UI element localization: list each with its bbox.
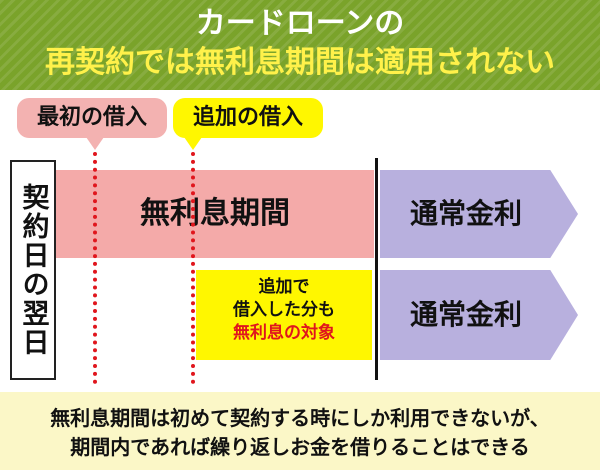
normal-rate-arrow-2: [380, 270, 578, 360]
header-banner: [0, 0, 600, 90]
interest-free-period-bar: [56, 170, 374, 258]
additional-borrowing-tag: 追加の借入: [173, 98, 323, 138]
additional-borrowing-tag-pointer: [184, 137, 202, 150]
contract-next-day-label: 契約日の翌日: [10, 160, 56, 380]
normal-rate-label-1: 通常金利: [409, 197, 522, 230]
header-title-line2: 再契約では無利息期間は適用されない: [45, 45, 555, 80]
first-borrowing-dotted-line: [93, 152, 97, 384]
period-end-divider: [375, 158, 378, 380]
additional-borrowing-dotted-line: [191, 152, 195, 384]
note-line3: 無利息の対象: [233, 323, 335, 343]
additional-borrowing-note: 追加で 借入した分も 無利息の対象: [196, 276, 372, 345]
normal-rate-arrow-1: [380, 170, 578, 258]
note-line2: 借入した分も: [233, 300, 335, 320]
header-title-line1: カードローンの: [195, 6, 405, 41]
first-borrowing-tag-pointer: [86, 137, 104, 150]
contract-next-day-text: 契約日の翌日: [17, 183, 49, 357]
additional-borrowing-box: [196, 270, 372, 360]
interest-free-period-label: 無利息期間: [140, 196, 290, 231]
first-borrowing-tag: 最初の借入: [17, 98, 167, 138]
footer-line1: 無利息期間は初めて契約する時にしか利用できないが、: [50, 406, 550, 430]
normal-rate-label-2: 通常金利: [409, 298, 522, 331]
footer-note-box: [0, 392, 600, 470]
note-line1: 追加で: [258, 277, 310, 297]
footer-line2: 期間内であれば繰り返しお金を借りることはできる: [70, 435, 530, 459]
